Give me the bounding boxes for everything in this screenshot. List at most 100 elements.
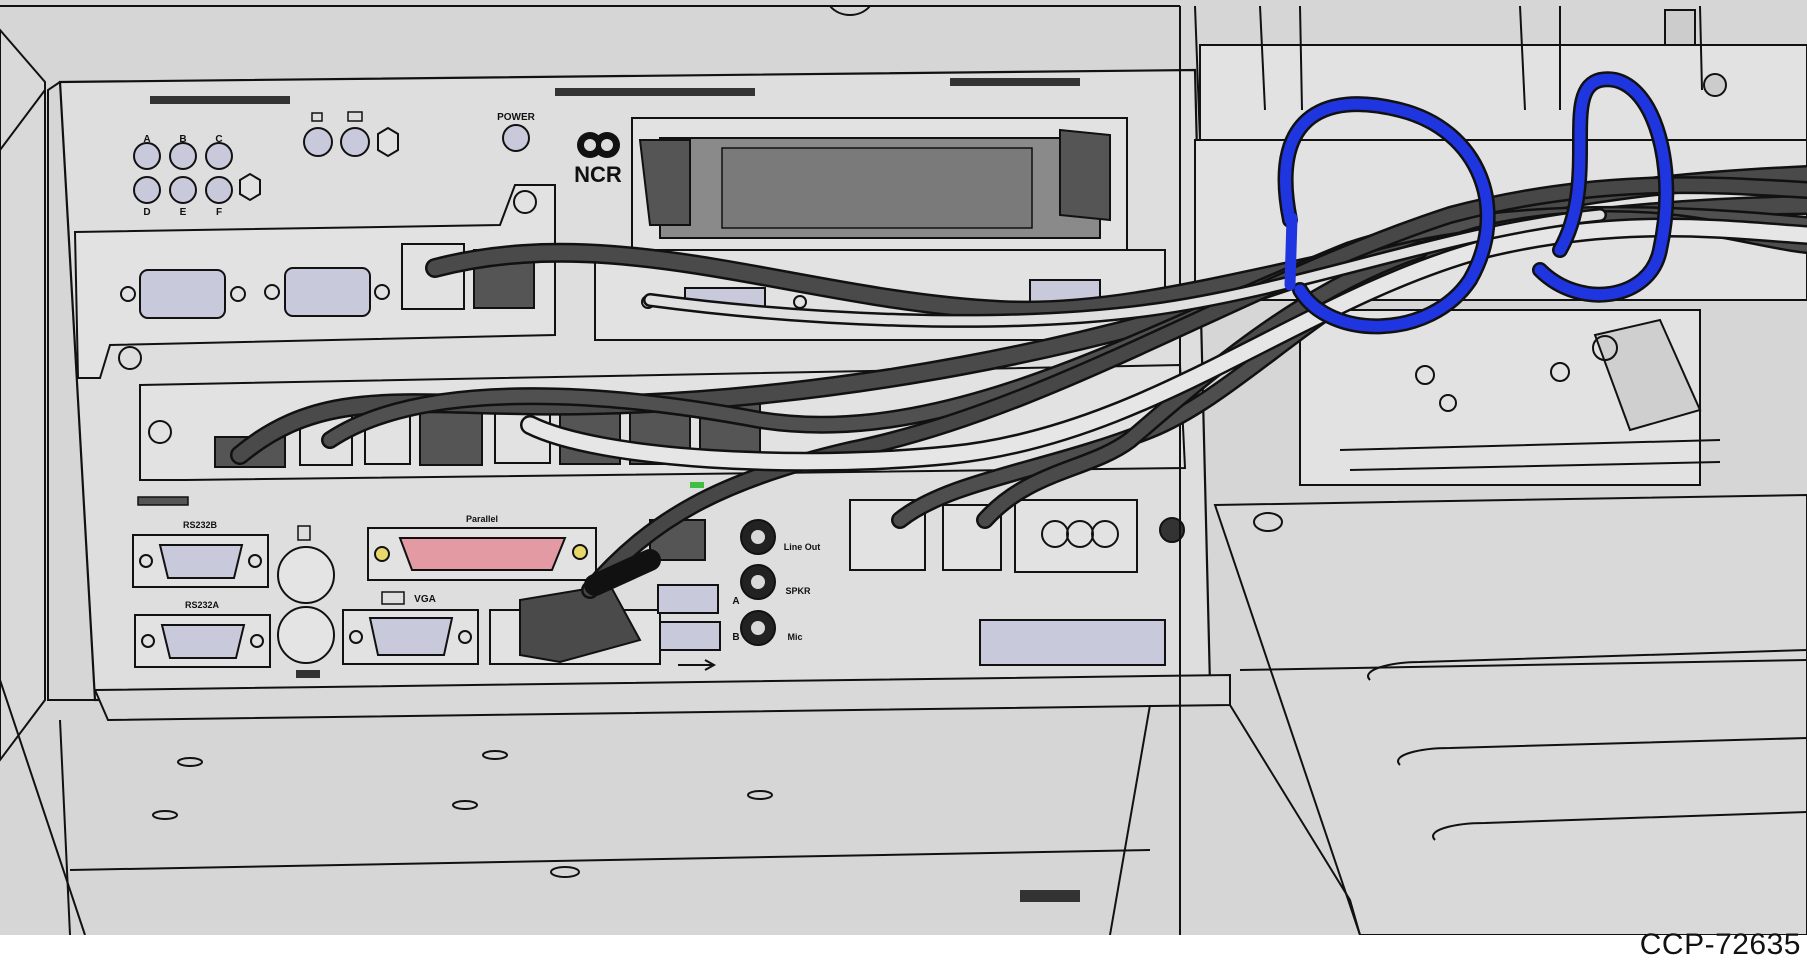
serial-port-2-screw-left xyxy=(264,284,280,300)
printer-knob xyxy=(1703,73,1727,97)
printer-clip xyxy=(1664,9,1696,46)
rs232a-screw-left xyxy=(141,634,155,648)
spkr-jack-hole xyxy=(751,575,765,589)
top-edge-notch xyxy=(829,5,871,16)
parallel-screw-left xyxy=(374,546,390,562)
hex-standoff-2 xyxy=(377,126,399,158)
led-c xyxy=(205,142,233,170)
cable-dark-6 xyxy=(978,243,1427,527)
serial-port-1-screw-right xyxy=(230,286,246,302)
rs232a-label: RS232A xyxy=(185,600,220,610)
led-a-label: A xyxy=(143,134,150,145)
paper-guide-1 xyxy=(1367,649,1807,681)
printer-screw-4 xyxy=(1439,394,1457,412)
led-b-label: B xyxy=(179,134,186,145)
led-cluster: A B C D E F xyxy=(133,134,261,218)
rs232a-connector xyxy=(160,624,246,659)
paper-guide-2 xyxy=(1397,737,1807,766)
printer-latch xyxy=(1593,318,1702,432)
label-plate-lower xyxy=(979,619,1166,666)
printer-rails xyxy=(1259,5,1703,111)
vga-connector xyxy=(368,617,454,656)
led-f xyxy=(205,176,233,204)
hex-standoff-1 xyxy=(239,172,261,202)
usb-icon xyxy=(678,659,717,671)
drive-bay-inner xyxy=(721,147,1033,229)
left-lower-edge xyxy=(0,679,86,936)
io-panel-edge xyxy=(47,81,95,701)
parallel-label: Parallel xyxy=(466,514,498,524)
led-b xyxy=(169,142,197,170)
paper-guide-3 xyxy=(1432,811,1807,841)
rs232b-label: RS232B xyxy=(183,520,218,530)
video-plug-boot xyxy=(584,549,661,596)
printer-paper-rails xyxy=(1339,439,1721,471)
printer-screw-3 xyxy=(1550,362,1570,382)
figure-id-caption: CCP-72635 xyxy=(1639,928,1801,961)
ncr-logo-text: NCR xyxy=(574,162,622,187)
cable-bundle xyxy=(230,71,1807,599)
led-d-label: D xyxy=(143,207,150,218)
parallel-connector xyxy=(398,537,567,571)
tray-hole-4 xyxy=(452,800,478,810)
tray-slot xyxy=(1020,890,1080,902)
rs232b-screw-left xyxy=(139,554,153,568)
mic-jack-hole xyxy=(751,621,765,635)
power-connector-main xyxy=(1014,499,1138,573)
ncr-logo-mark-inner-right xyxy=(601,139,613,151)
port-row-screw xyxy=(148,420,172,444)
led-e-label: E xyxy=(180,207,187,218)
printer-bin-shelf xyxy=(1239,659,1807,671)
network-icon xyxy=(347,111,363,122)
tray-hole-6 xyxy=(550,866,580,878)
monitor-icon xyxy=(381,591,405,605)
power-led xyxy=(502,124,530,152)
tray-hole-3 xyxy=(152,810,178,820)
panel-top-slot-2 xyxy=(555,88,755,96)
printer-bin xyxy=(1213,493,1807,936)
vga-screw-right xyxy=(458,630,472,644)
power-pin-3 xyxy=(1091,520,1119,548)
drive-latch-right xyxy=(1059,128,1111,222)
vga-screw-left xyxy=(349,630,363,644)
serial-port-2 xyxy=(284,267,371,317)
vga-label: VGA xyxy=(414,594,436,605)
drive-latch-left xyxy=(638,139,691,226)
network-led xyxy=(340,127,370,157)
round-port-upper xyxy=(277,546,335,604)
usb-lower-a xyxy=(657,584,719,614)
printer-screw-1 xyxy=(1592,335,1618,361)
tray-floor-line xyxy=(69,849,1151,871)
serial-port-1-screw-left xyxy=(120,286,136,302)
tray-right-wall xyxy=(1109,704,1151,936)
drive-screw-2 xyxy=(793,295,807,309)
serial-card-screw-top xyxy=(513,190,537,214)
ncr-logo-mark-inner-left xyxy=(584,139,596,151)
tray-left-wall xyxy=(59,719,71,936)
hdd-icon xyxy=(311,112,323,122)
led-a xyxy=(133,142,161,170)
blue-loop-2 xyxy=(1534,73,1672,301)
mic-label: Mic xyxy=(787,632,802,642)
panel-top-slot-1 xyxy=(150,96,290,104)
green-status-led xyxy=(690,482,704,488)
serial-card xyxy=(73,184,556,379)
status-led-group: POWER xyxy=(303,111,536,158)
power-label: POWER xyxy=(497,112,536,123)
parallel-screw-right xyxy=(572,544,588,560)
cable-light-2 xyxy=(645,210,1605,326)
audio-a-label: A xyxy=(732,596,739,607)
drive-bay xyxy=(594,117,1166,341)
round-port-tab xyxy=(296,670,320,678)
left-chassis-side xyxy=(0,28,46,762)
spkr-label: SPKR xyxy=(785,586,811,596)
audio-b-label: B xyxy=(732,632,739,643)
ncr-logo: NCR xyxy=(574,132,622,187)
hdd-led xyxy=(303,127,333,157)
cable-dark-4 xyxy=(583,178,1807,597)
led-f-label: F xyxy=(216,207,222,218)
ground-post xyxy=(1159,517,1185,543)
led-c-label: C xyxy=(215,134,222,145)
